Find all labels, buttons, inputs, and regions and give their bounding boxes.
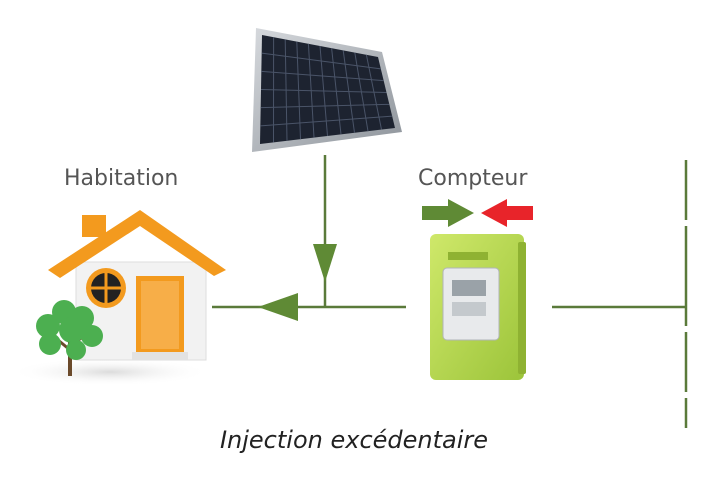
tree-leaf: [59, 317, 85, 343]
meter-arrows: [422, 199, 533, 227]
meter-display: [452, 280, 486, 296]
tree-leaf: [81, 325, 103, 347]
house-icon: [10, 210, 226, 386]
solar-panel-grid: [260, 37, 393, 143]
meter-slot: [448, 252, 488, 260]
solar-panel-icon: [252, 28, 402, 152]
house-shadow: [10, 358, 210, 386]
roof: [48, 210, 226, 278]
arrow-down-icon: [313, 244, 337, 282]
tree-leaf: [36, 314, 60, 338]
arrow-out-icon: [481, 199, 533, 227]
electric-meter-icon: [430, 234, 526, 380]
meter-label: Compteur: [418, 166, 528, 191]
chimney: [82, 215, 106, 237]
tree-leaf: [66, 340, 86, 360]
tree-leaf: [39, 333, 61, 355]
solar-panel-cells: [260, 35, 395, 144]
panel-grid-line: [260, 115, 393, 127]
door-panel: [141, 281, 179, 349]
meter-side: [518, 242, 526, 374]
panel-grid-line: [260, 89, 387, 93]
arrow-in-icon: [422, 199, 474, 227]
house-label: Habitation: [64, 166, 179, 191]
flow-arrows: [258, 244, 337, 321]
door-step: [132, 352, 188, 360]
meter-buttons: [452, 302, 486, 316]
panel-grid-line: [261, 52, 381, 70]
diagram-caption: Injection excédentaire: [219, 426, 489, 454]
tree-icon: [36, 300, 103, 376]
arrow-left-icon: [258, 293, 298, 321]
panel-grid-line: [260, 103, 390, 109]
panel-grid-line: [261, 70, 384, 82]
